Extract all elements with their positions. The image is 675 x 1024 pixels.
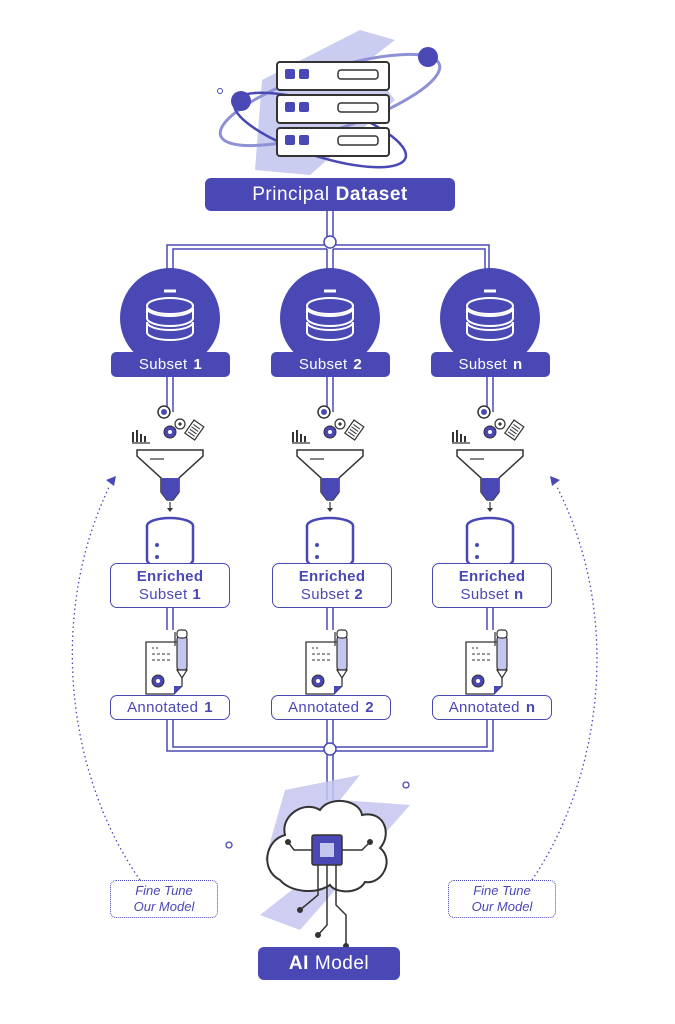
subset-label-text: Subset [138, 356, 188, 373]
enriched-sub: Subset [138, 586, 188, 603]
annotated-text: Annotated [288, 699, 360, 716]
enriched-sub: Subset [460, 586, 510, 603]
annotated-number: 1 [204, 699, 213, 716]
enriched-number: 2 [354, 586, 364, 603]
fine-tune-left: Fine Tune Our Model [110, 880, 218, 918]
feedback-arrow-right [550, 476, 560, 486]
enriched-title: Enriched [458, 568, 526, 585]
annotated-text: Annotated [127, 699, 199, 716]
subset-1-label: Subset 1 [111, 352, 230, 377]
subset-number: n [513, 356, 523, 373]
server-rack-icon [217, 30, 442, 175]
document-icon [145, 629, 508, 695]
enriched-number: 1 [192, 586, 202, 603]
funnel-icon [131, 405, 525, 513]
enriched-title: Enriched [136, 568, 204, 585]
annotated-n: Annotated n [432, 695, 552, 720]
principal-emphasis: Dataset [335, 183, 408, 205]
ai-suffix: Model [314, 952, 370, 974]
subset-label-text: Subset [458, 356, 508, 373]
subset-label-text: Subset [298, 356, 348, 373]
fine-tune-line2: Our Model [133, 899, 195, 914]
subset-2-label: Subset 2 [271, 352, 390, 377]
annotated-number: 2 [365, 699, 374, 716]
enriched-number: n [514, 586, 524, 603]
enriched-sub: Subset [300, 586, 350, 603]
fine-tune-line1: Fine Tune [473, 883, 531, 898]
subset-database-icons [120, 268, 540, 368]
fine-tune-line1: Fine Tune [135, 883, 193, 898]
enriched-title: Enriched [298, 568, 366, 585]
brain-chip-icon [225, 775, 410, 949]
fine-tune-right: Fine Tune Our Model [448, 880, 556, 918]
annotated-number: n [525, 699, 536, 716]
feedback-arcs [71, 484, 598, 881]
enriched-database-icons [145, 516, 515, 570]
feedback-arrow-left [106, 476, 116, 486]
principal-prefix: Principal [252, 183, 330, 205]
annotated-text: Annotated [448, 699, 520, 716]
subset-number: 2 [353, 356, 363, 373]
annotated-1: Annotated 1 [110, 695, 230, 720]
subset-number: 1 [193, 356, 203, 373]
ai-emphasis: AI [288, 952, 309, 974]
annotated-2: Annotated 2 [271, 695, 391, 720]
bottom-connectors [166, 720, 494, 800]
fine-tune-line2: Our Model [471, 899, 533, 914]
